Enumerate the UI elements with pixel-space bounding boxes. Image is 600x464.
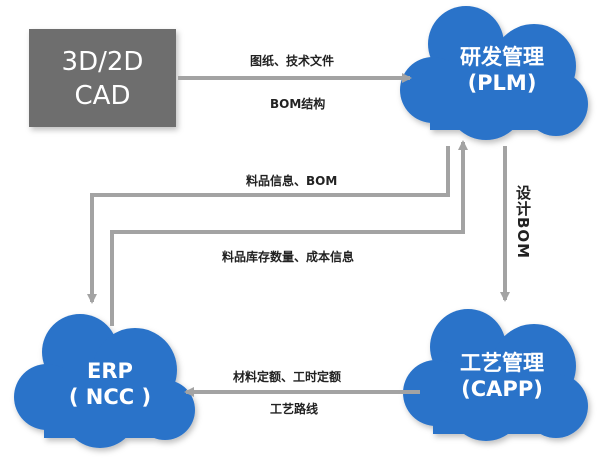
edge-label-design-bom: 设计BOM bbox=[514, 185, 532, 260]
erp-cloud bbox=[14, 314, 195, 448]
capp-label-line1: 工艺管理 bbox=[460, 351, 544, 375]
erp-label: ERP ( NCC ) bbox=[40, 358, 180, 411]
plm-label-line2: (PLM) bbox=[467, 71, 537, 96]
edge-plm-erp bbox=[87, 146, 450, 304]
plm-label-line1: 研发管理 bbox=[460, 45, 544, 69]
edge-label-inventory-cost: 料品库存数量、成本信息 bbox=[222, 250, 355, 264]
edge-label-material-labor-quota: 材料定额、工时定额 bbox=[233, 370, 342, 384]
erp-label-line2: ( NCC ) bbox=[68, 385, 152, 410]
cad-box bbox=[29, 29, 176, 127]
edge-label-process-route: 工艺路线 bbox=[270, 402, 319, 416]
edge-label-item-info-bom: 料品信息、BOM bbox=[246, 174, 338, 188]
capp-label-line2: (CAPP) bbox=[461, 377, 543, 402]
cad-label-line1: 3D/2D bbox=[61, 47, 144, 77]
plm-label: 研发管理 (PLM) bbox=[432, 44, 572, 97]
edge-erp-plm bbox=[110, 140, 468, 326]
edge-label-drawings-docs: 图纸、技术文件 bbox=[250, 54, 335, 68]
edge-label-bom-structure: BOM结构 bbox=[270, 97, 326, 111]
capp-label: 工艺管理 (CAPP) bbox=[432, 350, 572, 403]
cad-label-line2: CAD bbox=[74, 80, 131, 111]
erp-label-line1: ERP bbox=[87, 359, 133, 383]
plm-cloud bbox=[400, 6, 588, 140]
capp-cloud bbox=[403, 309, 588, 441]
cad-label: 3D/2D CAD bbox=[29, 46, 176, 114]
